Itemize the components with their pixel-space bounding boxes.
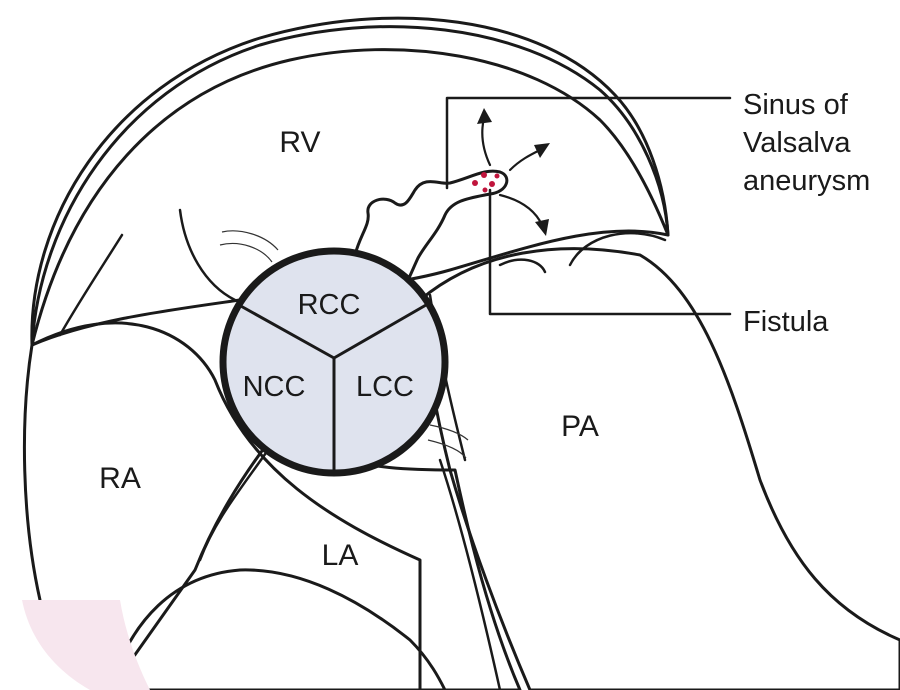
la-left-contour bbox=[198, 448, 270, 562]
arrow-up-head bbox=[477, 108, 492, 124]
callout-fistula: Fistula bbox=[743, 306, 829, 338]
fistula-dots bbox=[472, 172, 500, 193]
vessel-line-lower-1 bbox=[429, 424, 469, 441]
label-ra: RA bbox=[99, 462, 141, 495]
vessel-line-upper-2 bbox=[219, 242, 273, 263]
arrow-lower-right-head bbox=[535, 219, 549, 236]
label-ncc: NCC bbox=[243, 371, 306, 403]
label-rcc: RCC bbox=[298, 289, 361, 321]
arrow-up bbox=[481, 116, 492, 167]
commissure-left bbox=[238, 303, 335, 360]
flow-arrows bbox=[477, 108, 550, 236]
callout-aneurysm-line3: aneurysm bbox=[743, 165, 870, 197]
lower-left-tissue bbox=[22, 600, 150, 690]
arrow-upper-right-head bbox=[534, 143, 550, 158]
arrow-upper-right bbox=[508, 148, 542, 172]
vessel-line-lower-2 bbox=[427, 439, 467, 459]
label-lcc: LCC bbox=[356, 371, 414, 403]
label-pa: PA bbox=[561, 410, 599, 443]
rv-inner-contour-left bbox=[58, 233, 124, 337]
right-atrium-shape bbox=[22, 321, 422, 690]
pa-flap-1 bbox=[498, 258, 547, 274]
pa-flap-2 bbox=[568, 231, 667, 267]
callout-aneurysm-line2: Valsalva bbox=[743, 127, 851, 159]
label-rv: RV bbox=[279, 126, 320, 159]
aneurysm-leader-line bbox=[445, 96, 732, 190]
callout-aneurysm-line1: Sinus of bbox=[743, 89, 849, 121]
inferior-white-shape bbox=[108, 568, 447, 690]
vessel-line-upper-1 bbox=[221, 230, 279, 251]
la-right-contour bbox=[438, 458, 502, 690]
commissure-right bbox=[333, 303, 427, 360]
label-la: LA bbox=[322, 539, 359, 572]
left-atrium-shape bbox=[108, 438, 522, 690]
rv-inner-contour-mid bbox=[178, 208, 237, 302]
myocardium-band bbox=[30, 16, 670, 347]
arrow-lower-right bbox=[498, 193, 544, 227]
fistula-leader-line bbox=[488, 188, 732, 316]
